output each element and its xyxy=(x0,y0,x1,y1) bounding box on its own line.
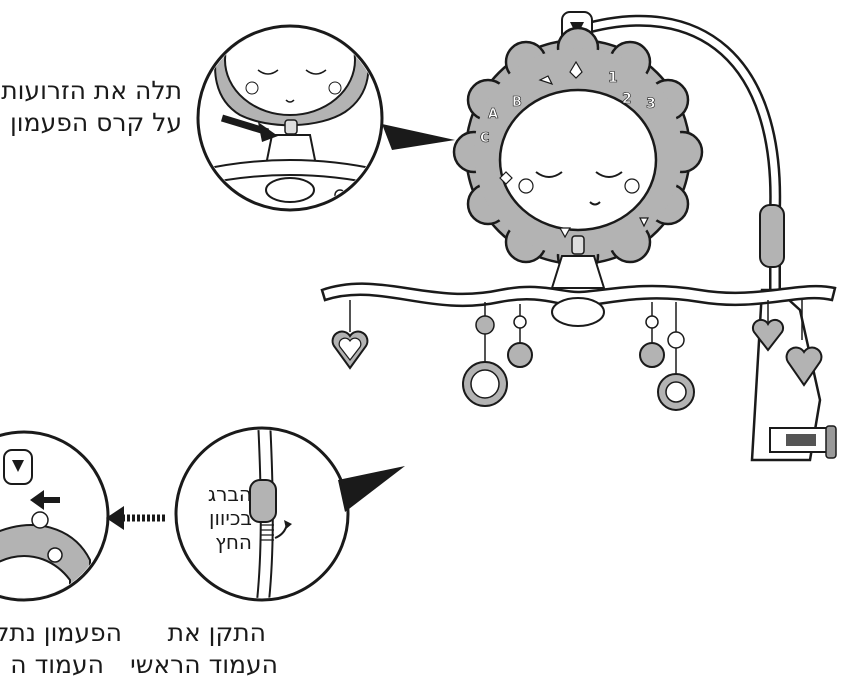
detail-circle-bell xyxy=(0,430,110,602)
detail-circle-pole xyxy=(174,426,405,602)
screw-line1: הברג xyxy=(207,482,252,506)
crib-mobile: 1 2 3 A B C xyxy=(320,11,837,462)
screw-line3: החץ xyxy=(215,530,252,554)
flower-frame: 1 2 3 A B C xyxy=(452,26,704,278)
install-pole-line2: העמוד הראשי xyxy=(130,650,278,679)
screw-line2: בכיוון xyxy=(209,506,252,530)
detail-circle-hook xyxy=(196,24,455,212)
mobile-letter-a: A xyxy=(488,107,498,122)
bell-line2: העמוד ה xyxy=(10,650,104,679)
direction-arrow xyxy=(106,506,165,530)
hang-arms-line2: על קרס הפעמון xyxy=(9,108,182,137)
hang-arms-line1: תלה את הזרועות xyxy=(1,76,182,105)
install-pole-line1: התקן את xyxy=(167,618,266,647)
mobile-letter-b: B xyxy=(512,95,522,110)
mobile-letter-c: C xyxy=(480,131,490,146)
mobile-number-3: 3 xyxy=(646,96,656,112)
bell-line1: הפעמון נתל xyxy=(0,618,122,647)
mobile-number-1: 1 xyxy=(608,70,618,86)
mobile-number-2: 2 xyxy=(622,91,632,107)
